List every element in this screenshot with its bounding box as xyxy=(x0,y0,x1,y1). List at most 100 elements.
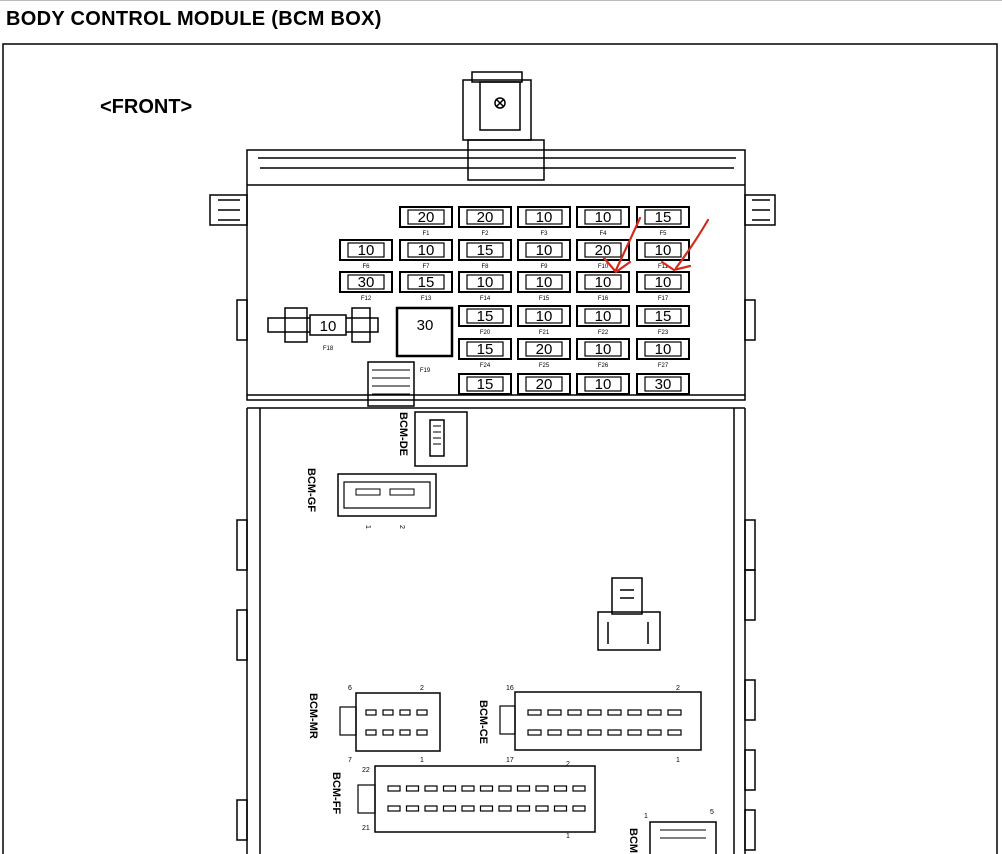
fuse-id: F20 xyxy=(480,330,491,336)
fuse-value: 10 xyxy=(595,376,612,393)
connector-pin xyxy=(572,805,586,812)
fuse-value: 15 xyxy=(418,274,435,291)
fuse-value: 15 xyxy=(477,242,494,259)
fuse-value: 30 xyxy=(358,274,375,291)
connector-pin xyxy=(382,709,394,716)
connector-pin xyxy=(607,729,622,736)
fuse-id: F17 xyxy=(658,296,669,302)
fuse-id: F22 xyxy=(598,330,609,336)
connector-pin xyxy=(553,785,568,792)
connector-pin xyxy=(516,785,531,792)
connector-pin xyxy=(667,709,682,716)
connector-pin xyxy=(416,729,428,736)
fuse-id: F8 xyxy=(481,264,489,270)
connector-pin xyxy=(567,709,582,716)
fuse-value: 20 xyxy=(477,209,494,226)
fuse-value: 10 xyxy=(655,242,672,259)
pin-number: 1 xyxy=(420,757,424,764)
connector-pin xyxy=(567,729,582,736)
fuse-id: F27 xyxy=(658,363,669,369)
connector-pin xyxy=(387,785,401,792)
fuse-r5c5: 30 xyxy=(636,373,690,395)
connector-bcm-gf-label: BCM-GF xyxy=(305,468,317,512)
fuse-id: F25 xyxy=(539,363,550,369)
connector-pin xyxy=(572,785,586,792)
fuse-value: 30 xyxy=(655,376,672,393)
pin-number: 16 xyxy=(506,685,514,692)
connector-bcm-de: BCM-DE xyxy=(397,411,468,467)
fuse-id: F16 xyxy=(598,296,609,302)
fuse-id: F24 xyxy=(480,363,491,369)
fuse-value: 15 xyxy=(655,209,672,226)
connector-pin xyxy=(587,709,602,716)
fuse-value: 10 xyxy=(595,341,612,358)
connector-bcm-gf: BCM-GF 1 2 xyxy=(305,468,437,529)
connector-pin xyxy=(498,805,512,812)
connector-pin xyxy=(498,785,512,792)
fuse-value: 10 xyxy=(477,274,494,291)
connector-pin xyxy=(461,785,475,792)
connector-pin xyxy=(647,729,662,736)
pin-number: 6 xyxy=(348,685,352,692)
fuse-id: F12 xyxy=(361,296,372,302)
fuse-value: 10 xyxy=(595,274,612,291)
red-arrow-f16 xyxy=(602,216,642,274)
fuse-id: F13 xyxy=(421,296,432,302)
pin-number: 22 xyxy=(362,767,370,774)
connector-pin xyxy=(516,805,531,812)
connector-bcm-bottom: BCM 1 5 xyxy=(627,809,717,854)
fuse-value: 20 xyxy=(536,341,553,358)
connector-bcm-mr-label: BCM-MR xyxy=(307,693,319,739)
fuse-id: F4 xyxy=(599,231,607,237)
fuse-id: F3 xyxy=(540,231,548,237)
connector-pin xyxy=(547,709,562,716)
connector-pin xyxy=(527,709,542,716)
pin-number: 1 xyxy=(364,525,371,529)
connector-pin xyxy=(461,805,475,812)
fuse-value: 10 xyxy=(655,341,672,358)
pin-number: 1 xyxy=(566,833,570,840)
fuse-f19-id: F19 xyxy=(420,368,431,374)
fuse-value: 15 xyxy=(477,308,494,325)
connector-pin xyxy=(547,729,562,736)
fuse-r5c2: 15 xyxy=(458,373,512,395)
fuse-f19: 30 F19 xyxy=(367,306,454,407)
fuse-value: 15 xyxy=(477,341,494,358)
fuse-r5c3: 20 xyxy=(517,373,571,395)
fuse-value: 10 xyxy=(536,209,553,226)
fuse-f19-value: 30 xyxy=(417,317,434,334)
connector-pin xyxy=(667,729,682,736)
connector-pin xyxy=(442,805,457,812)
fuse-id: F2 xyxy=(481,231,489,237)
fuse-value: 10 xyxy=(595,308,612,325)
pin-number: 5 xyxy=(710,809,714,816)
connector-pin xyxy=(587,729,602,736)
fuse-value: 20 xyxy=(536,376,553,393)
fuse-id: F10 xyxy=(598,264,609,270)
connector-pin xyxy=(627,729,642,736)
fuse-id: F14 xyxy=(480,296,491,302)
fuse-id: F5 xyxy=(659,231,667,237)
relay-socket xyxy=(597,577,661,651)
fuse-grid: 20F120F210F310F415F510F610F715F810F920F1… xyxy=(339,206,690,395)
connector-bcm-bottom-label: BCM xyxy=(627,828,639,853)
fuse-value: 15 xyxy=(655,308,672,325)
connector-pin xyxy=(553,805,568,812)
connector-pin xyxy=(365,709,377,716)
pin-number: 2 xyxy=(566,761,570,768)
connector-pin xyxy=(527,729,542,736)
